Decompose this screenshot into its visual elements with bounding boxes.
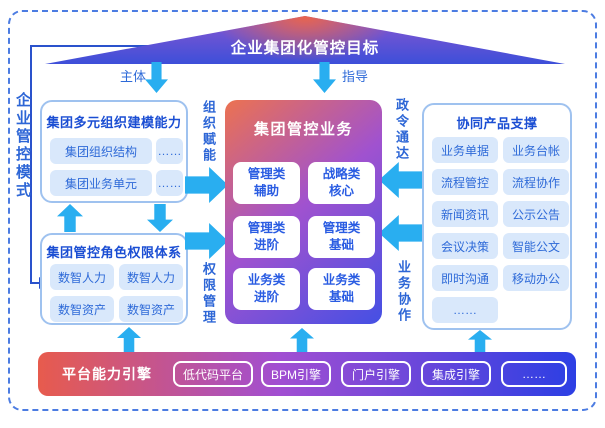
perm-manage-label: 权限管理 [201, 262, 216, 326]
role-permission-title: 集团管控角色权限体系 [46, 245, 182, 260]
card-line: 核心 [328, 184, 354, 198]
digital-hr-pill: 数智人力 [50, 264, 114, 290]
card-line: 战略类 [322, 167, 361, 181]
business-card: 战略类 核心 [308, 162, 375, 204]
bpm-engine-pill: BPM引擎 [261, 361, 331, 387]
portal-engine-pill: 门户引擎 [341, 361, 411, 387]
card-line: 管理类 [247, 167, 286, 181]
support-pill: 流程管控 [432, 169, 498, 195]
org-modeling-title: 集团多元组织建模能力 [46, 115, 182, 130]
integration-engine-pill: 集成引擎 [421, 361, 491, 387]
card-line: 业务类 [322, 273, 361, 287]
card-line: 基础 [328, 238, 354, 252]
card-line: 进阶 [253, 238, 279, 252]
support-pill: 公示公告 [503, 201, 569, 227]
support-pill: 即时沟通 [432, 265, 498, 291]
group-control-business-box: 集团管控业务 管理类 辅助 战略类 核心 管理类 进阶 管理类 基础 业务类 进… [225, 100, 382, 324]
control-mode-label: 企业管控模式 [14, 92, 31, 200]
business-card: 业务类 进阶 [233, 268, 300, 310]
business-card: 管理类 基础 [308, 216, 375, 258]
bar-more-pill: …… [501, 361, 567, 387]
role-permission-box: 集团管控角色权限体系 数智人力 数智人力 数智资产 数智资产 [40, 233, 188, 325]
guidance-label: 指导 [342, 69, 369, 84]
policy-reach-label: 政令通达 [394, 98, 409, 162]
support-pill: 移动办公 [503, 265, 569, 291]
org-modeling-box: 集团多元组织建模能力 集团组织结构 …… 集团业务单元 …… [40, 100, 188, 203]
subject-label: 主体 [119, 69, 146, 84]
org-enable-label: 组织赋能 [201, 100, 216, 164]
digital-asset-pill: 数智资产 [119, 296, 183, 322]
org-structure-pill: 集团组织结构 [50, 138, 152, 164]
product-support-title: 协同产品支撑 [456, 116, 538, 131]
platform-engine-title: 平台能力引擎 [62, 366, 152, 382]
support-pill: 业务单据 [432, 137, 498, 163]
support-pill: 新闻资讯 [432, 201, 498, 227]
card-line: 业务类 [247, 273, 286, 287]
lowcode-platform-pill: 低代码平台 [173, 361, 253, 387]
biz-collab-label: 业务协作 [396, 260, 411, 324]
product-support-box: 协同产品支撑 业务单据 业务台帐 流程管控 流程协作 新闻资讯 公示公告 会议决… [422, 103, 572, 330]
card-line: 基础 [328, 290, 354, 304]
group-control-business-title: 集团管控业务 [253, 121, 353, 138]
org-more-pill: …… [156, 138, 183, 164]
support-pill: 流程协作 [503, 169, 569, 195]
card-line: 辅助 [253, 184, 279, 198]
support-pill: 智能公文 [503, 233, 569, 259]
goal-title: 企业集团化管控目标 [230, 40, 380, 57]
support-pill: 会议决策 [432, 233, 498, 259]
platform-engine-bar: 平台能力引擎 低代码平台 BPM引擎 门户引擎 集成引擎 …… [38, 352, 576, 396]
digital-hr-pill: 数智人力 [119, 264, 183, 290]
biz-unit-pill: 集团业务单元 [50, 170, 152, 196]
business-card: 管理类 辅助 [233, 162, 300, 204]
digital-asset-pill: 数智资产 [50, 296, 114, 322]
outer-dashed-frame [8, 10, 597, 411]
card-line: 管理类 [322, 221, 361, 235]
card-line: 管理类 [247, 221, 286, 235]
support-pill: 业务台帐 [503, 137, 569, 163]
business-card: 管理类 进阶 [233, 216, 300, 258]
biz-unit-more-pill: …… [156, 170, 183, 196]
card-line: 进阶 [253, 290, 279, 304]
business-card: 业务类 基础 [308, 268, 375, 310]
support-more-pill: …… [432, 297, 498, 323]
